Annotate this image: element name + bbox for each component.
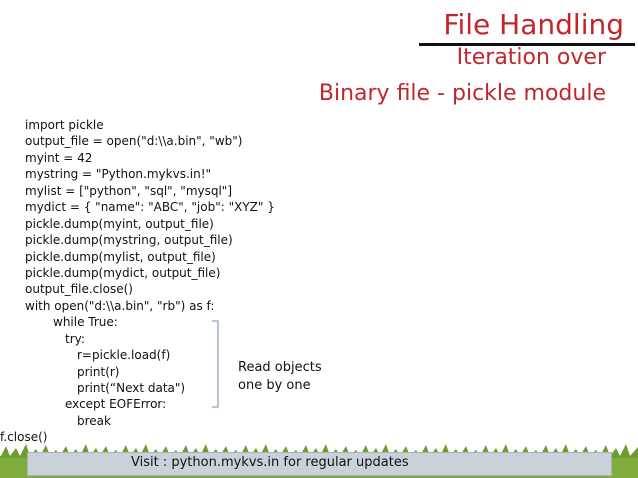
- code-line: with open("d:\\a.bin", "rb") as f:: [25, 298, 215, 313]
- code-line: except EOFError:: [65, 397, 167, 412]
- code-line: while True:: [53, 315, 118, 330]
- code-line: pickle.dump(mydict, output_file): [25, 265, 221, 280]
- code-line: pickle.dump(mylist, output_file): [25, 249, 216, 264]
- code-line: output_file = open("d:\\a.bin", "wb"): [25, 134, 243, 149]
- code-line: r=pickle.load(f): [77, 348, 171, 363]
- code-line: print(“Next data"): [77, 381, 186, 395]
- code-line: try:: [65, 331, 85, 346]
- slide-title: File Handling: [443, 8, 624, 41]
- code-line: output_file.close(): [25, 282, 133, 297]
- subtitle-line-1: Iteration over: [456, 45, 606, 70]
- code-line: f.close(): [0, 430, 48, 445]
- code-line: mylist = ["python", "sql", "mysql"]: [25, 183, 233, 198]
- code-line: myint = 42: [25, 150, 93, 165]
- annotation-line-1: Read objects: [238, 360, 322, 375]
- code-block: import pickle output_file = open("d:\\a.…: [0, 117, 275, 446]
- code-line: mystring = "Python.mykvs.in!": [25, 167, 212, 182]
- annotation: Read objects one by one: [238, 359, 322, 395]
- subtitle-line-2: Binary file - pickle module: [318, 81, 606, 106]
- footer-text: Visit : python.mykvs.in for regular upda…: [131, 455, 409, 470]
- bracket-icon: [212, 320, 219, 408]
- footer-bar: [27, 452, 612, 476]
- title-underline: [419, 43, 635, 46]
- annotation-line-2: one by one: [238, 378, 311, 393]
- code-line: import pickle: [25, 118, 104, 132]
- code-line: mydict = { "name": "ABC", "job": "XYZ" }: [25, 200, 275, 215]
- code-line: pickle.dump(mystring, output_file): [25, 233, 233, 248]
- code-line: pickle.dump(myint, output_file): [25, 216, 214, 231]
- code-line: break: [77, 413, 111, 428]
- code-line: print(r): [77, 364, 120, 379]
